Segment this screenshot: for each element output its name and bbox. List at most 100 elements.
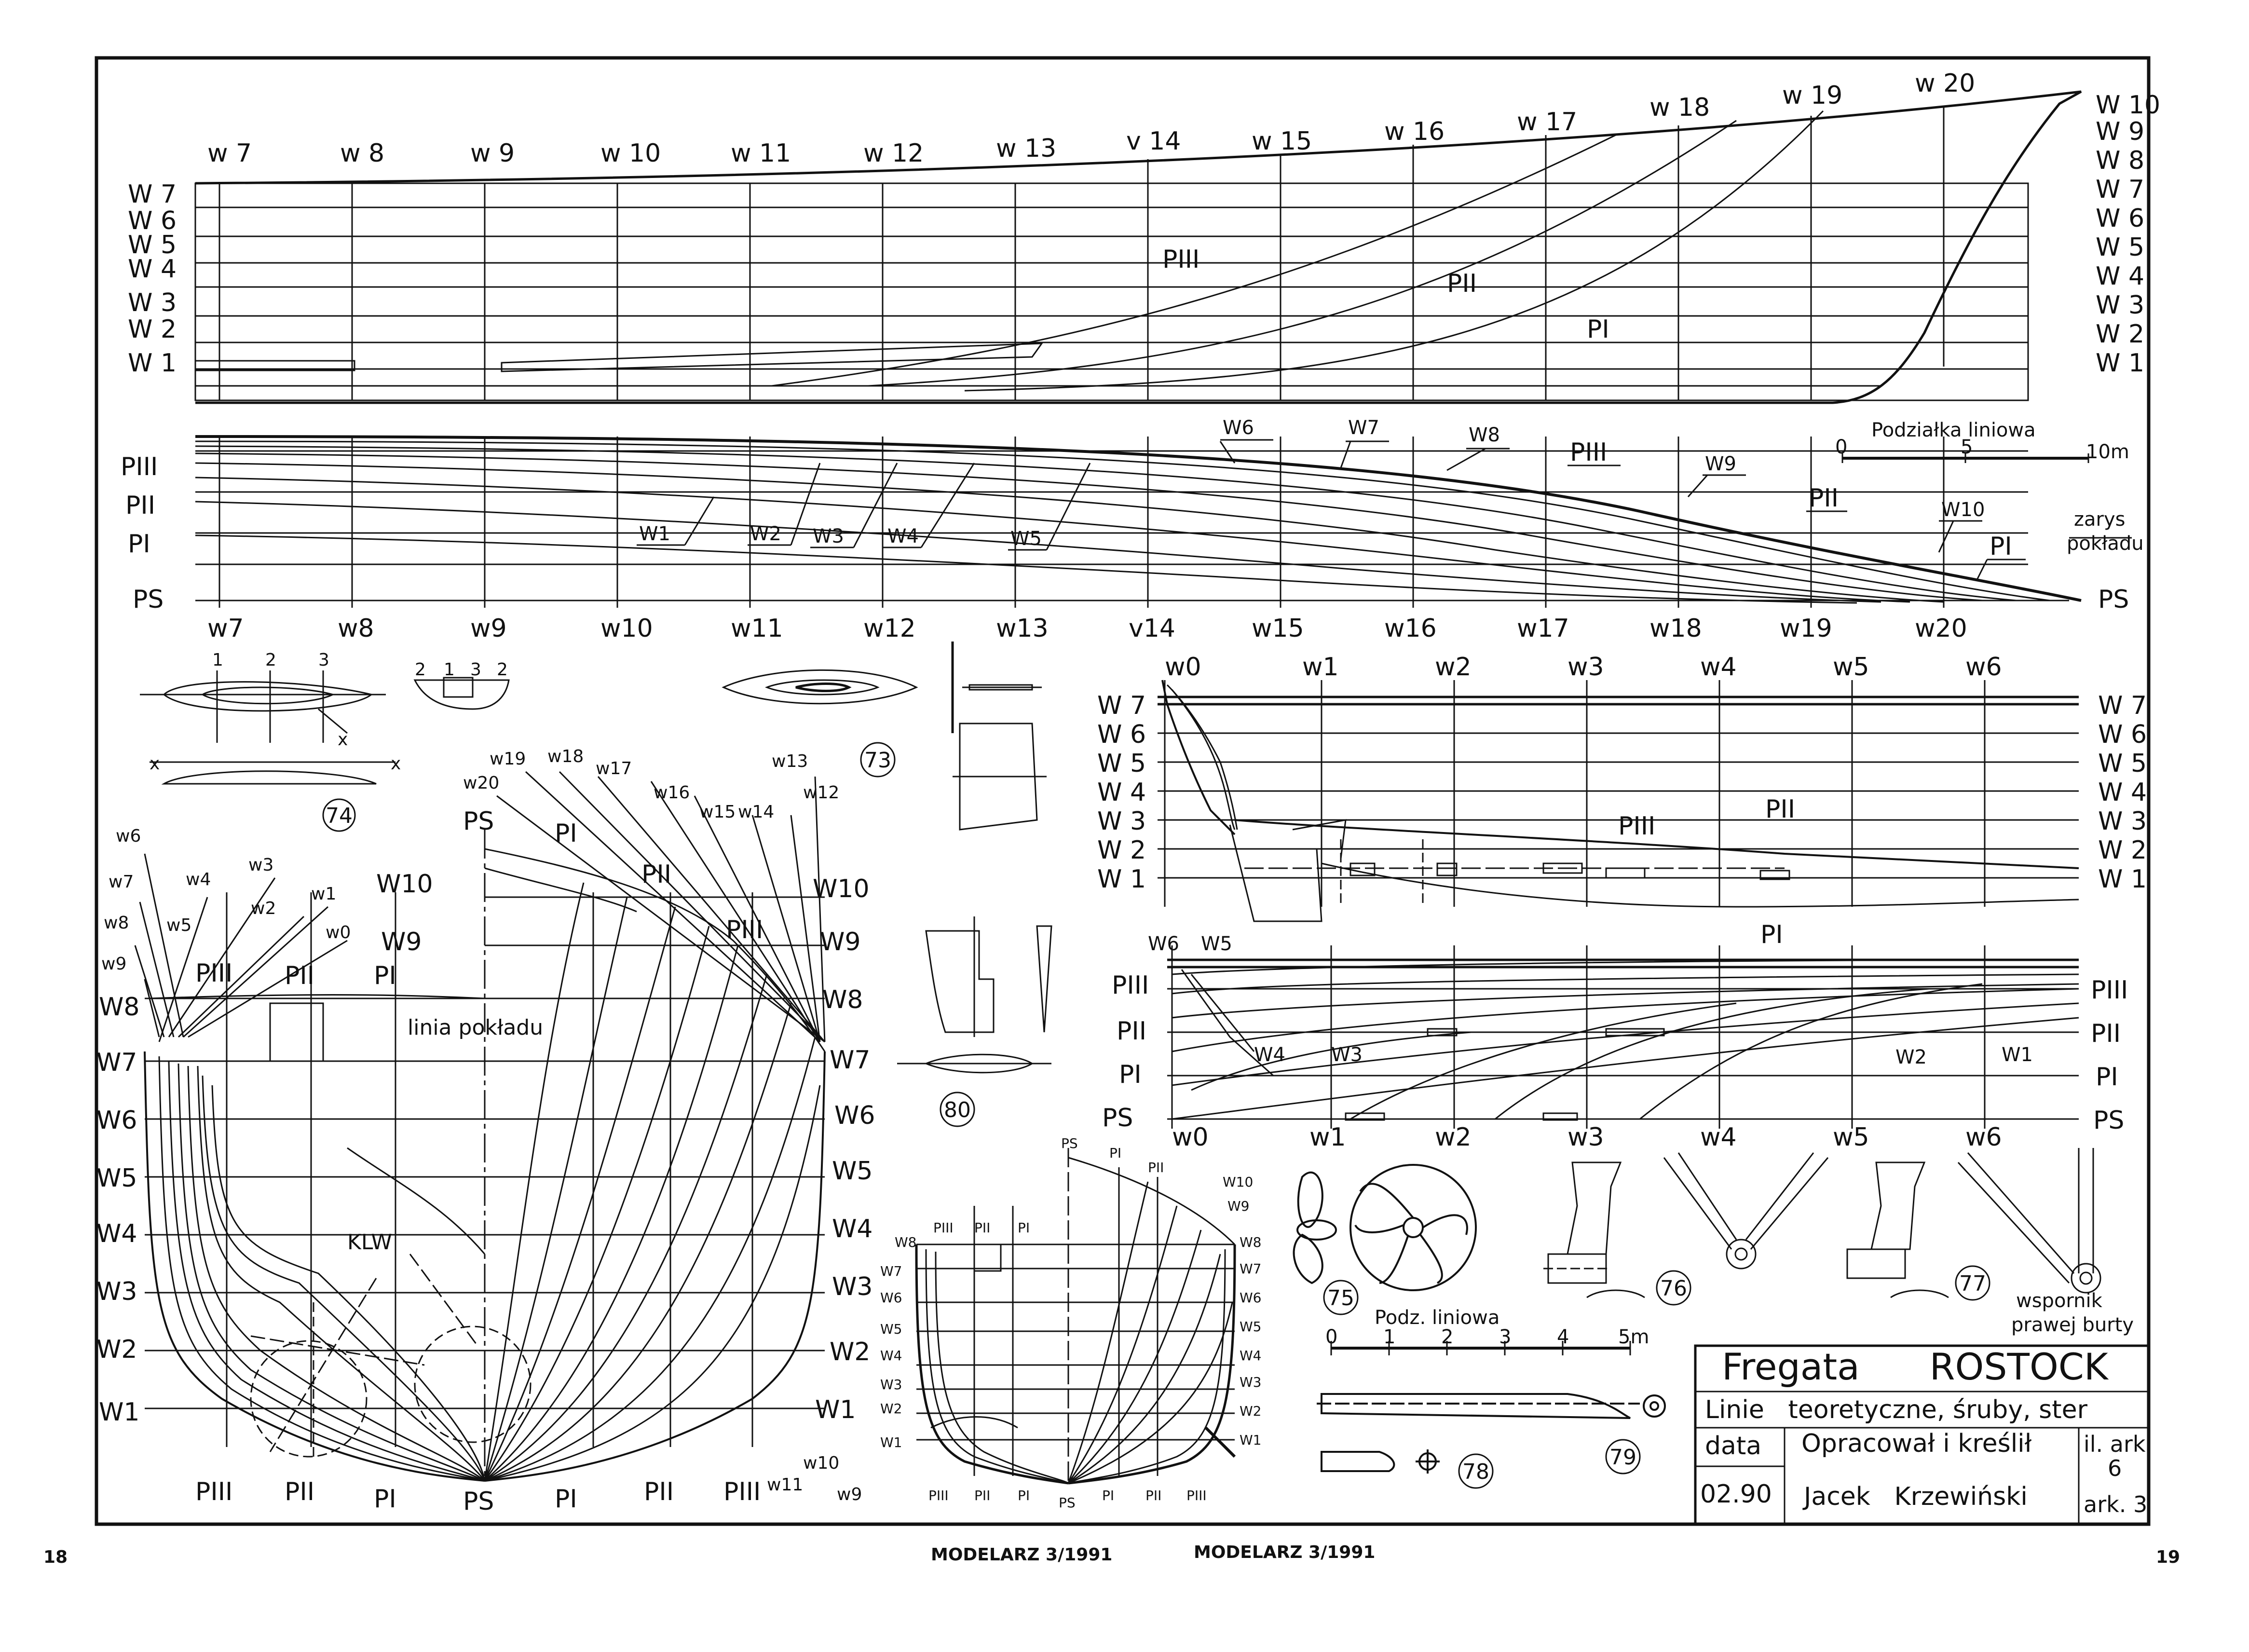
small-body-plan bbox=[915, 1148, 1236, 1486]
title-block-author: Jacek Krzewiński bbox=[1802, 1482, 2028, 1511]
station-label: w 7 bbox=[207, 139, 252, 168]
scale-tick-label: 2 bbox=[1441, 1326, 1453, 1348]
page-number-right: 19 bbox=[2156, 1547, 2180, 1567]
station-label: w 9 bbox=[470, 139, 515, 168]
waterline-label: W2 bbox=[830, 1338, 871, 1366]
body-plan-label: PIII bbox=[726, 915, 763, 944]
body-plan-label: PII bbox=[641, 860, 671, 889]
deck-line-label: linia pokładu bbox=[408, 1015, 543, 1040]
station-label: w2 bbox=[1435, 653, 1472, 682]
station-label: w14 bbox=[738, 802, 774, 822]
small-body-label: PI bbox=[1018, 1220, 1030, 1236]
detail-74-axis: x bbox=[338, 730, 348, 750]
detail-74-tick: 2 bbox=[415, 660, 426, 680]
waterline-label: W 5 bbox=[2096, 233, 2144, 262]
plan-label: PS bbox=[1102, 1104, 1133, 1133]
plan-label: PS bbox=[133, 585, 164, 614]
waterline-label: W4 bbox=[832, 1215, 873, 1243]
plan-label: PS bbox=[2093, 1106, 2124, 1135]
detail-74-tick: 1 bbox=[444, 660, 455, 680]
station-label: w15 bbox=[1252, 614, 1304, 643]
station-label: w 11 bbox=[731, 139, 791, 168]
plan-label: PI bbox=[1119, 1060, 1142, 1089]
title-block-subtitle: Linie teoretyczne, śruby, ster bbox=[1705, 1395, 2088, 1424]
detail-74-tick: 2 bbox=[497, 660, 508, 680]
station-label: w1 bbox=[311, 884, 336, 904]
page-number-left: 18 bbox=[43, 1547, 68, 1567]
station-label: w16 bbox=[1384, 614, 1437, 643]
station-label: w1 bbox=[1309, 1123, 1346, 1152]
waterline-label: W1 bbox=[815, 1395, 856, 1424]
station-label: w20 bbox=[463, 773, 499, 793]
detail-73 bbox=[722, 642, 1047, 831]
station-label: w1 bbox=[1302, 653, 1339, 682]
waterline-label: W 7 bbox=[128, 180, 177, 209]
plan-line-label: W2 bbox=[750, 523, 781, 545]
station-label: w0 bbox=[1172, 1123, 1209, 1152]
plan-line-label: W1 bbox=[639, 523, 670, 545]
plan-line-label: W5 bbox=[1010, 528, 1042, 550]
station-label: w12 bbox=[803, 783, 839, 803]
details-78-79 bbox=[1317, 1393, 1666, 1489]
waterline-label: W 3 bbox=[2098, 807, 2147, 836]
plan-line-label: W10 bbox=[1941, 499, 1985, 521]
small-body-label: PS bbox=[1061, 1135, 1078, 1151]
station-label: w 17 bbox=[1517, 108, 1577, 137]
small-body-label: PIII bbox=[1186, 1488, 1207, 1503]
detail-number: 75 bbox=[1327, 1286, 1354, 1311]
station-label: w 18 bbox=[1649, 93, 1710, 122]
small-body-label: PIII bbox=[928, 1488, 949, 1503]
waterline-label: W7 bbox=[96, 1048, 137, 1077]
station-label: w11 bbox=[767, 1475, 803, 1495]
station-label: w 12 bbox=[863, 139, 924, 168]
station-label: w4 bbox=[1700, 1123, 1737, 1152]
small-waterline-label: W8 bbox=[895, 1234, 917, 1250]
waterline-label: W 1 bbox=[128, 349, 177, 378]
small-waterline-label: W8 bbox=[1240, 1234, 1262, 1250]
station-label: w10 bbox=[803, 1453, 839, 1473]
station-label: w5 bbox=[166, 915, 191, 935]
bracket-caption: wspornik bbox=[2016, 1290, 2103, 1312]
waterline-label: W 7 bbox=[2098, 691, 2147, 720]
plan-label: PIII bbox=[2091, 976, 2128, 1005]
scale-title: Podz. liniowa bbox=[1375, 1307, 1499, 1329]
deck-outline-label: pokładu bbox=[2067, 532, 2144, 555]
detail-74-tick: 1 bbox=[212, 650, 223, 670]
waterline-label: W 4 bbox=[128, 255, 177, 284]
small-waterline-label: W7 bbox=[1240, 1261, 1262, 1277]
waterline-label: W 3 bbox=[1097, 807, 1146, 836]
station-label: w3 bbox=[1567, 1123, 1604, 1152]
waterline-label: W 7 bbox=[2096, 175, 2144, 204]
waterline-label: W 6 bbox=[2098, 720, 2147, 749]
body-plan-label: PI bbox=[374, 961, 396, 990]
detail-number: 73 bbox=[864, 748, 891, 773]
half-breadth-view bbox=[195, 435, 2132, 608]
title-block-date: 02.90 bbox=[1700, 1480, 1772, 1509]
plan-label: PIII bbox=[121, 452, 158, 481]
station-label: w17 bbox=[596, 759, 632, 778]
body-plan-label: PI bbox=[374, 1485, 396, 1514]
small-waterline-label: W2 bbox=[880, 1401, 902, 1417]
station-label: w5 bbox=[1833, 653, 1869, 682]
plan-line-label: W3 bbox=[1331, 1044, 1363, 1066]
title-block-sheet-total: ark. 3 bbox=[2084, 1491, 2147, 1517]
station-label: w 13 bbox=[996, 134, 1056, 163]
waterline-label: W 7 bbox=[1097, 691, 1146, 720]
small-waterline-label: W6 bbox=[880, 1290, 902, 1306]
scale-tick-label: 10m bbox=[2086, 441, 2129, 463]
station-label: w13 bbox=[772, 751, 808, 771]
title-block-author-label: Opracował i kreślił bbox=[1801, 1429, 2032, 1458]
station-label: w5 bbox=[1833, 1123, 1869, 1152]
waterline-label: W 4 bbox=[1097, 778, 1146, 807]
station-label: w 20 bbox=[1915, 69, 1975, 98]
station-label: v 14 bbox=[1126, 127, 1181, 156]
waterline-label: W10 bbox=[813, 874, 870, 903]
small-body-label: PI bbox=[1018, 1488, 1030, 1503]
station-label: w19 bbox=[490, 749, 526, 769]
station-label: w20 bbox=[1915, 614, 1967, 643]
station-label: w6 bbox=[1965, 653, 2002, 682]
scale-tick-label: 4 bbox=[1557, 1326, 1569, 1348]
detail-74-tick: 3 bbox=[318, 650, 329, 670]
waterline-label: W 5 bbox=[2098, 749, 2147, 778]
